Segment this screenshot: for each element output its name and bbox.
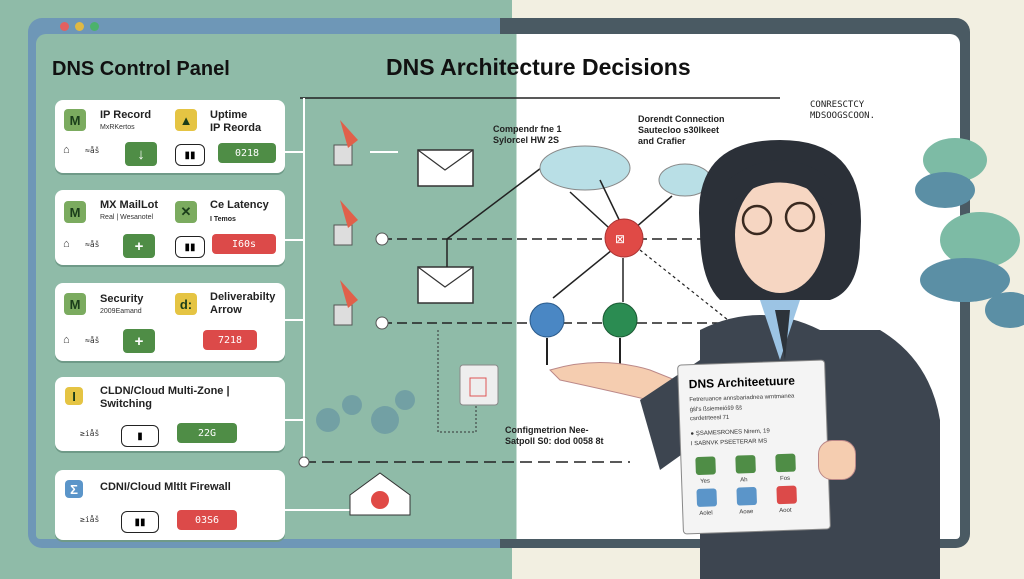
label-b2: I Temos: [210, 216, 236, 223]
diagram-title: DNS Architecture Decisions: [386, 54, 691, 80]
card-label: CLDN/Cloud Multi-Zone |Switching: [100, 385, 230, 411]
note-line: MDSOOGSCOON.: [810, 111, 876, 121]
note-line: Satpoll S0: dod 0058 8t: [505, 436, 604, 446]
card-sublabel: Real | Wesanotel: [100, 214, 154, 221]
note-line: Sylorcel HW 2S: [493, 135, 560, 145]
window-controls: [60, 22, 99, 31]
clipboard-line: ģŝl's ßsiemeióŝ9 ßŝ: [689, 405, 743, 414]
record-card-mx[interactable]: M MX MailLot Real | Wesanotel ✕ Ce Laten…: [55, 190, 285, 265]
warning-badge-icon: ▲: [175, 109, 197, 131]
record-card-cdn-firewall[interactable]: Σ CDNI/Cloud Mltlt Firewall ≥iåš ▮▮ 03S6: [55, 470, 285, 540]
clipboard-button-label: Fos: [780, 475, 791, 483]
lock-icon[interactable]: ▮▮: [175, 236, 205, 258]
add-button[interactable]: +: [123, 234, 155, 258]
connection-note: Dorendt Connection Sautecloo s30lkeet an…: [638, 114, 725, 147]
status-glyphs: ≥iåš: [80, 515, 100, 524]
clipboard-line: csrdetrteesł 71: [689, 414, 730, 423]
m-badge-icon: M: [64, 293, 86, 315]
add-button[interactable]: ↓: [125, 142, 157, 166]
cloud-note: Compendr fne 1 Sylorcel HW 2S: [493, 124, 562, 146]
clipboard-button[interactable]: [775, 453, 796, 473]
value-pill: I60s: [212, 234, 276, 254]
note-line: CONRESCTCY: [810, 100, 865, 110]
info-badge-icon: I: [65, 387, 83, 405]
note-line: Configmetrion Nee-: [505, 425, 589, 435]
clipboard-button[interactable]: [696, 488, 718, 508]
clipboard-line: I SABNVK PSEETERAR MS: [690, 438, 768, 448]
maximize-dot[interactable]: [90, 22, 99, 31]
m-badge-icon: M: [64, 201, 86, 223]
value-pill: 03S6: [177, 510, 237, 530]
clipboard-button[interactable]: [736, 486, 758, 506]
status-glyphs: ≥iåš: [80, 429, 100, 438]
status-glyphs: ≈åš: [85, 240, 100, 249]
note-line: Compendr fne 1: [493, 124, 562, 134]
clipboard-button-label: Aolel: [699, 510, 713, 517]
lock-icon[interactable]: ▮▮: [175, 144, 205, 166]
label-b: Deliverabilty: [210, 291, 276, 303]
note-line: Sautecloo s30lkeet: [638, 125, 720, 135]
clipboard-line: Fetreruance annsbariadnea wrntmanea: [689, 393, 795, 404]
label-b: Ce Latency: [210, 199, 269, 211]
clipboard: DNS Architeetuure Fetreruance annsbariad…: [677, 359, 831, 535]
label-b2: IP Reorda: [210, 122, 262, 134]
d-badge-icon: d:: [175, 293, 197, 315]
label-b2: Arrow: [210, 304, 242, 316]
clipboard-button[interactable]: [735, 454, 756, 474]
label-b: Uptime: [210, 109, 248, 121]
x-badge-icon: ✕: [175, 201, 197, 223]
card-sublabel: MxRKertos: [100, 124, 135, 131]
card-label-b: Ce Latency I Temos: [210, 199, 269, 226]
add-button[interactable]: +: [123, 329, 155, 353]
cloud-icon: ⌂: [63, 334, 70, 346]
clipboard-button[interactable]: [776, 485, 797, 505]
card-label: CDNI/Cloud Mltlt Firewall: [100, 481, 231, 493]
value-pill: 7218: [203, 330, 257, 350]
card-label: IP Record: [100, 109, 152, 121]
clipboard-button-label: Aoae: [739, 509, 754, 516]
control-panel-title: DNS Control Panel: [52, 58, 230, 80]
note-line: and Crafier: [638, 136, 686, 146]
lock-icon[interactable]: ▮▮: [121, 511, 159, 533]
clipboard-line: ● ŞSAMESRONES Nirem, 19: [690, 428, 770, 438]
card-label: MX MailLot: [100, 199, 159, 211]
label-a2: Switching: [100, 398, 152, 410]
m-badge-icon: M: [64, 109, 86, 131]
config-note: Configmetrion Nee- Satpoll S0: dod 0058 …: [505, 425, 604, 447]
top-right-note: CONRESCTCY MDSOOGSCOON.: [810, 100, 875, 122]
cloud-icon: ⌂: [63, 238, 70, 250]
status-glyphs: ≈åš: [85, 336, 100, 345]
close-dot[interactable]: [60, 22, 69, 31]
label-a: CLDN/Cloud Multi-Zone |: [100, 385, 230, 397]
card-label: Security: [100, 293, 144, 305]
clipboard-title: DNS Architeetuure: [688, 373, 796, 392]
value-pill: 22G: [177, 423, 237, 443]
hand-holding-clipboard: [818, 440, 856, 480]
clipboard-button-label: Aoot: [779, 507, 792, 515]
cloud-icon: ⌂: [63, 144, 70, 156]
lock-icon[interactable]: ▮: [121, 425, 159, 447]
sigma-badge-icon: Σ: [65, 480, 83, 498]
clipboard-button-label: Yes: [700, 478, 711, 485]
clipboard-button[interactable]: [695, 456, 716, 476]
card-sublabel: 2009Eamand: [100, 308, 142, 315]
clipboard-button-label: Ah: [740, 477, 748, 484]
value-pill: 0218: [218, 143, 276, 163]
record-card-cdn-multizone[interactable]: I CLDN/Cloud Multi-Zone |Switching ≥iåš …: [55, 377, 285, 451]
note-line: Dorendt Connection: [638, 114, 725, 124]
status-glyphs: ≈åš: [85, 146, 100, 155]
minimize-dot[interactable]: [75, 22, 84, 31]
